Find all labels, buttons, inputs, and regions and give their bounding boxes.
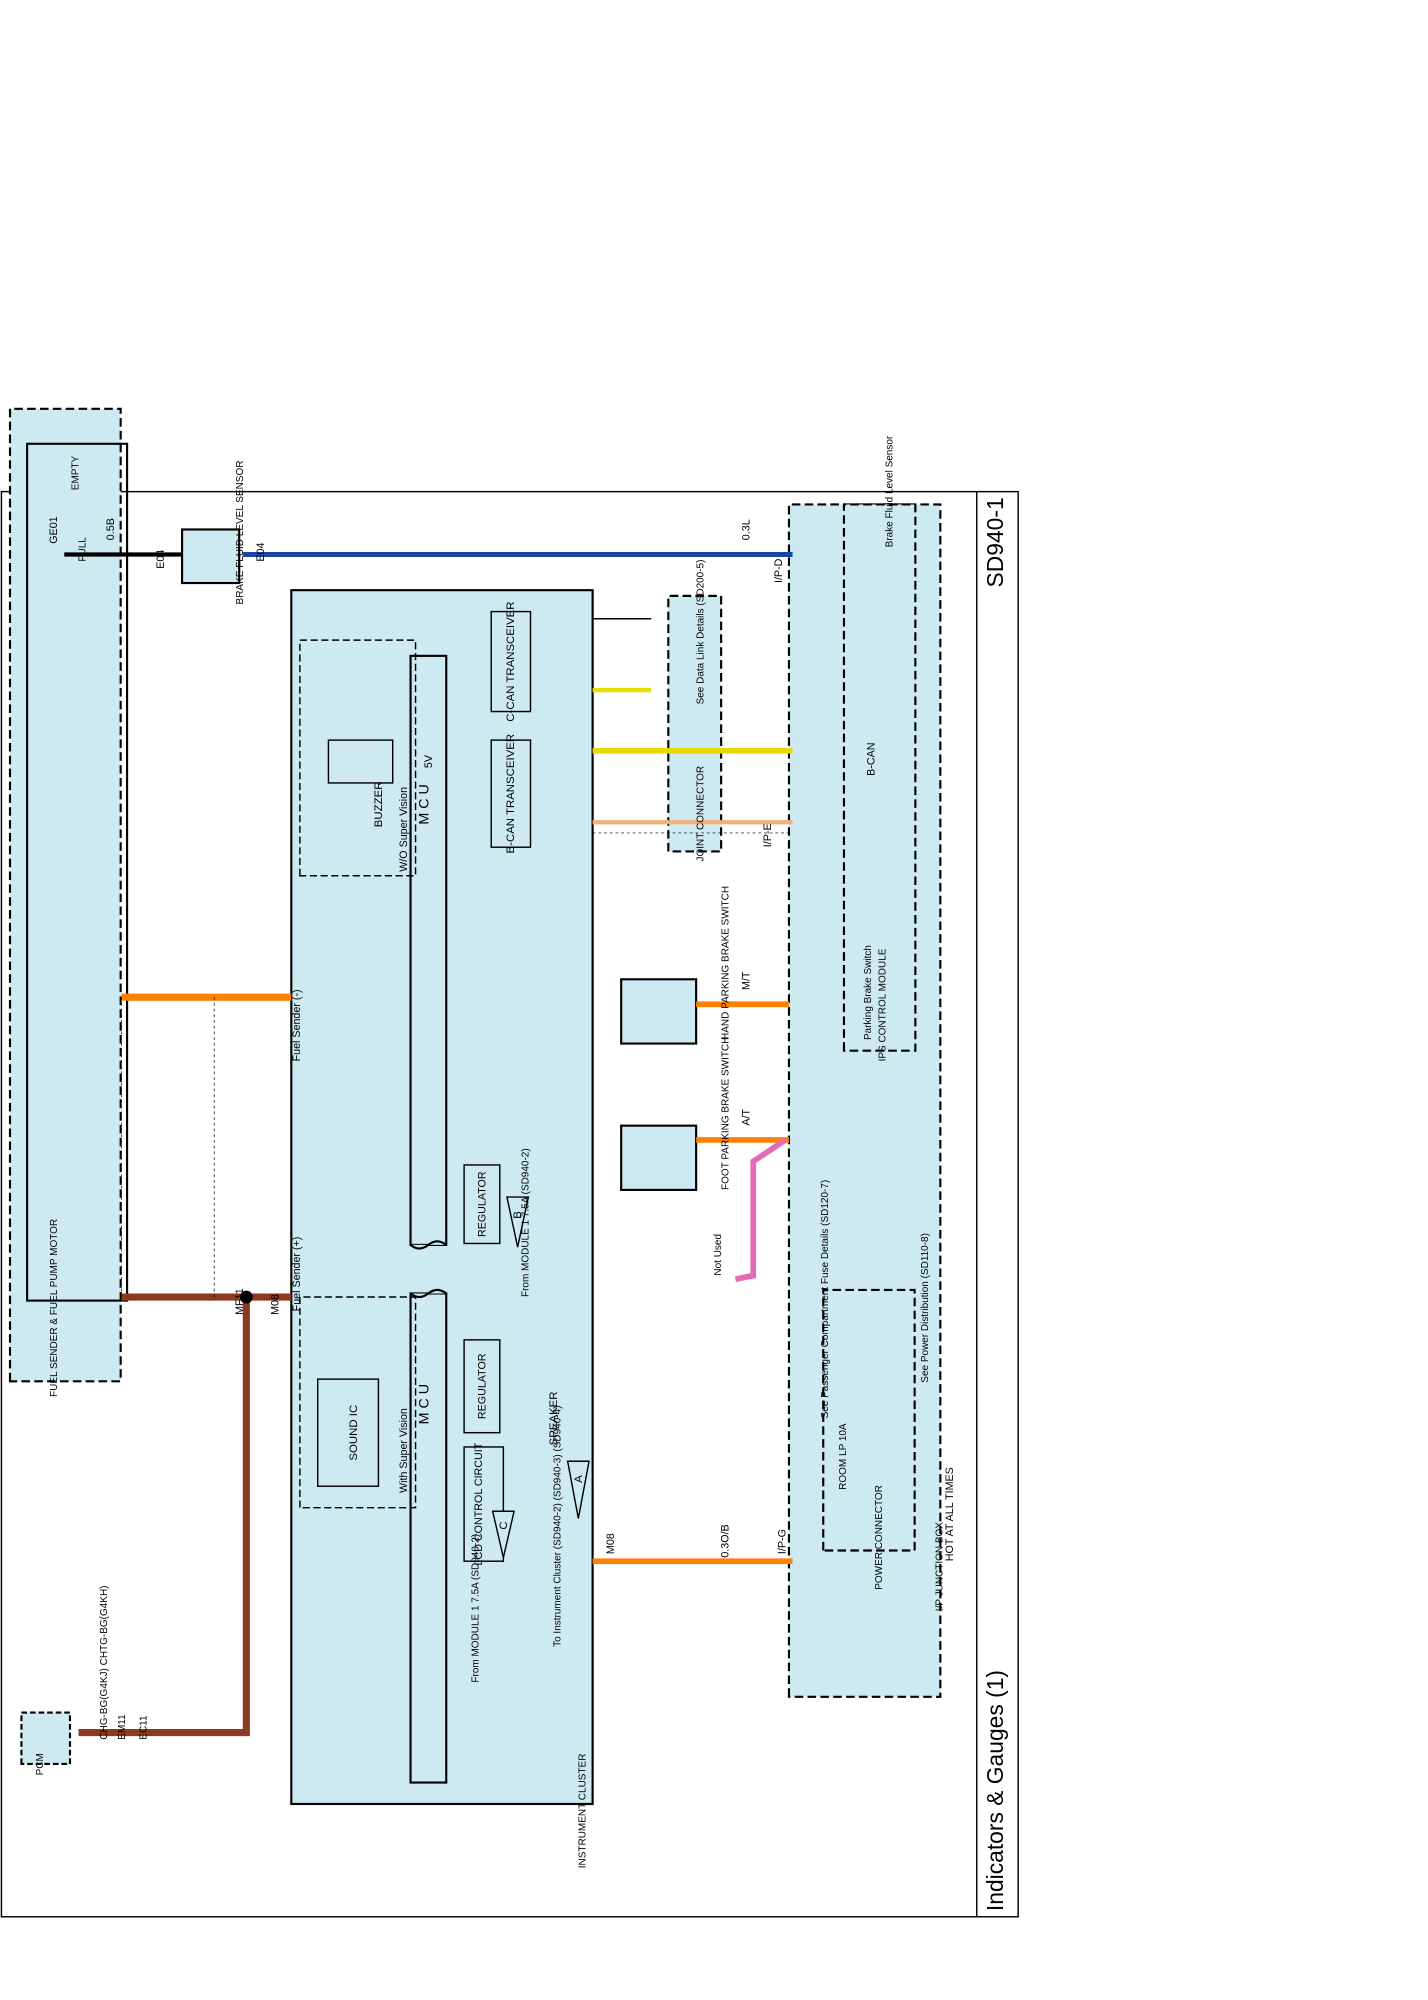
buzzer-label: BUZZER <box>373 782 385 828</box>
not-used-label: Not Used <box>713 1234 724 1276</box>
bcan-label: B-CAN <box>866 742 878 775</box>
pcm-label: PCM <box>35 1753 46 1775</box>
mcu-label-lower: M C U <box>416 1384 432 1424</box>
with-super-vision-label: With Super Vision <box>398 1408 410 1493</box>
bcan-transceiver <box>490 739 532 848</box>
sound-ic <box>317 1378 380 1487</box>
power-connector-block <box>822 1288 916 1552</box>
mcu-label-upper: M C U <box>416 784 432 824</box>
regulator-upper-label: REGULATOR <box>477 1171 489 1237</box>
fuel-sender-inner <box>26 442 129 1302</box>
triangle-c-label: C <box>498 1521 510 1529</box>
buzzer-5v: 5V <box>423 754 435 768</box>
page-code: SD940-1 <box>982 497 1008 587</box>
power-connector-label: POWER CONNECTOR <box>874 1485 885 1590</box>
from-module-c-label: From MODULE 1 7.5A (SD940-2) <box>470 1534 481 1683</box>
wo-super-vision-box <box>299 639 417 877</box>
splice-dot <box>239 1290 253 1304</box>
bcan-transceiver-label: B-CAN TRANSCEIVER <box>505 734 517 854</box>
chg-bg-label: CHG-BG(G4KJ) CHTG-BG(G4KH) <box>99 1585 110 1739</box>
joint-connector-block <box>667 594 723 853</box>
ip-e-label: I/P-E <box>762 823 774 847</box>
speaker-label: SPEAKER <box>548 1391 560 1445</box>
ip-d-upper-label: I/P-D <box>773 558 785 583</box>
ec11-label: EC11 <box>138 1715 149 1740</box>
wire-pink-pb <box>734 1137 787 1282</box>
fuel-sender-block <box>8 407 122 1383</box>
fuel-sender-pos-label: Fuel Sender (+) <box>291 1237 303 1312</box>
brake-fluid-sensor-block <box>180 528 241 585</box>
fuel-sender-pump-label: FUEL SENDER & FUEL PUMP MOTOR <box>49 1219 60 1397</box>
ccan-transceiver-label: C-CAN TRANSCEIVER <box>505 601 517 721</box>
ip-junction-box-label: I/P JUNCTION BOX <box>934 1522 945 1611</box>
triangle-a <box>566 1460 590 1519</box>
foot-parking-switch-box <box>620 1124 698 1191</box>
wire-fuel-sender-pcm <box>78 1297 250 1737</box>
triangle-b-label: B <box>512 1211 524 1219</box>
m08-left-label: M08 <box>269 1294 281 1315</box>
empty-label: EMPTY <box>71 455 82 490</box>
wo-super-vision-label: W/O Super Vision <box>398 787 410 872</box>
ip-g-label: I/P-G <box>776 1529 788 1554</box>
lcd-control-circuit <box>463 1446 505 1562</box>
buzzer-symbol <box>327 739 394 784</box>
see-passenger-label: See Passenger Compartment Fuse Details (… <box>820 1180 831 1419</box>
wire-05b-label: 0.5B <box>105 518 117 540</box>
regulator-upper <box>463 1164 501 1245</box>
mf11-label: MF11 <box>234 1288 246 1315</box>
to-instrument-cluster-label: To Instrument Cluster (SD940-2) (SD940-3… <box>552 1406 563 1647</box>
hand-parking-switch-box <box>620 978 698 1045</box>
full-label: FULL <box>78 537 89 562</box>
triangle-a-label: A <box>573 1475 585 1483</box>
wire-03l-label: 0.3L <box>741 519 753 540</box>
wire-03ob-label: 0.3O/B <box>719 1524 731 1557</box>
page-title: Indicators & Gauges (1) <box>982 1670 1008 1911</box>
e04-right-label: E04 <box>255 543 267 562</box>
joint-connector-label: JOINT CONNECTOR <box>695 766 706 862</box>
hot-at-all-times-label: HOT AT ALL TIMES <box>944 1467 956 1561</box>
pcm-block <box>20 1711 72 1766</box>
room-lp-label: ROOM LP 10A <box>838 1423 849 1490</box>
ge01-label: GE01 <box>48 516 60 543</box>
mt-label: M/T <box>741 971 753 990</box>
e04-left-label: E04 <box>155 550 167 569</box>
instrument-cluster-label: INSTRUMENT CLUSTER <box>577 1754 588 1869</box>
at-label: A/T <box>741 1109 753 1126</box>
lcd-control-label: LCD CONTROL CIRCUIT <box>473 1442 485 1565</box>
ccan-transceiver <box>490 610 532 713</box>
m08-bottom-label: M08 <box>605 1533 617 1554</box>
brake-fluid-level-sensor-label: Brake Fluid Level Sensor <box>885 435 896 547</box>
with-super-vision-box <box>299 1296 417 1509</box>
hand-parking-label: HAND PARKING BRAKE SWITCH <box>720 886 731 1040</box>
regulator-lower <box>463 1339 501 1434</box>
ips-control-module-label: IPS CONTROL MODULE <box>877 948 888 1061</box>
ips-control-module <box>842 503 917 1052</box>
parking-brake-switch-label: Parking Brake Switch <box>863 945 874 1040</box>
triangle-c <box>491 1510 515 1558</box>
triangle-b <box>506 1196 530 1248</box>
em11-label: EM11 <box>117 1714 128 1740</box>
mcu-bar-lower <box>409 1292 448 1784</box>
sound-ic-label: SOUND IC <box>348 1405 360 1461</box>
mcu-break-upper <box>409 1240 447 1250</box>
regulator-lower-label: REGULATOR <box>477 1353 489 1419</box>
brake-fluid-sensor-label: BRAKE FLUID LEVEL SENSOR <box>235 461 246 605</box>
foot-parking-label: FOOT PARKING BRAKE SWITCH <box>720 1037 731 1190</box>
see-power-distribution-label: See Power Distribution (SD110-8) <box>920 1233 931 1383</box>
see-data-link-label: See Data Link Details (SD200-5) <box>695 560 706 705</box>
fuel-sender-neg-label: Fuel Sender (-) <box>291 989 303 1061</box>
from-module-b-label: From MODULE 1 7.5A (SD940-2) <box>520 1148 531 1297</box>
